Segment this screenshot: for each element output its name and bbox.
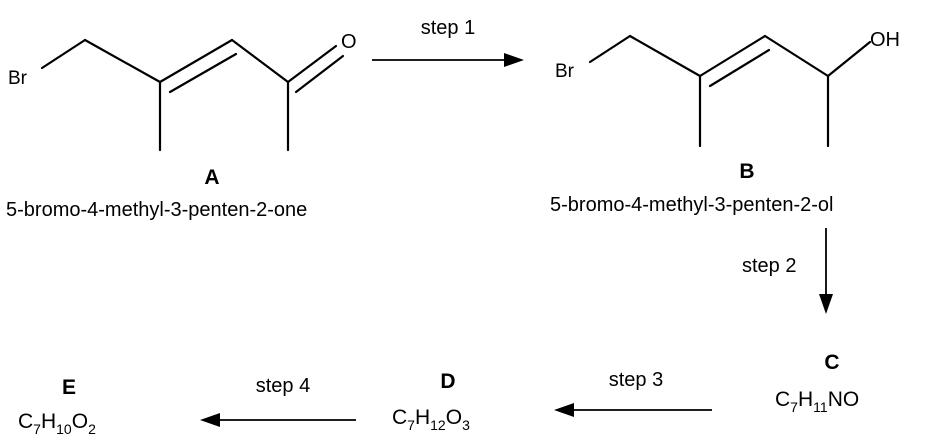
bond-c4-c3-double-a (168, 52, 238, 94)
formula-d: C7H12O3 (392, 406, 470, 433)
label-c: C (824, 351, 839, 374)
bond-c2-o-b (826, 40, 872, 78)
atom-oh-b: OH (870, 29, 900, 51)
step-2-arrowhead (819, 294, 833, 314)
formula-c: C7H11NO (775, 388, 859, 415)
atom-br-a: Br (8, 68, 28, 89)
atom-o-a: O (341, 31, 357, 53)
structure-b: Br OH (555, 29, 900, 148)
label-a: A (204, 166, 219, 189)
formula-e: C7H10O2 (18, 410, 96, 437)
step-3-label: step 3 (609, 369, 663, 391)
step-1-label: step 1 (421, 17, 475, 39)
step-3-arrowhead (554, 403, 574, 417)
bond-c3-c2-b (763, 34, 830, 78)
structure-a: Br O (8, 31, 357, 152)
label-b: B (739, 160, 754, 183)
label-e: E (62, 376, 76, 399)
bond-br-ch2-a (40, 38, 87, 70)
bond-c2-o-double-a (294, 54, 345, 94)
bond-br-ch2-b (588, 34, 632, 64)
step-1-arrowhead (504, 53, 524, 67)
bond-c4-c3-double-b (708, 48, 771, 88)
bond-c4-c3-b (698, 34, 767, 78)
bond-ch2-c4-a (83, 38, 162, 84)
name-b: 5-bromo-4-methyl-3-penten-2-ol (550, 194, 833, 216)
label-d: D (440, 370, 455, 393)
bond-c2-o-a (286, 44, 338, 84)
name-a: 5-bromo-4-methyl-3-penten-2-one (6, 199, 307, 221)
step-4-arrowhead (200, 413, 220, 427)
bond-c4-c3-a (158, 38, 234, 84)
step-2-label: step 2 (742, 255, 796, 277)
step-4-label: step 4 (256, 375, 310, 397)
bond-ch2-c4-b (628, 34, 702, 78)
bond-c3-c2-a (230, 38, 290, 84)
atom-br-b: Br (555, 61, 575, 82)
